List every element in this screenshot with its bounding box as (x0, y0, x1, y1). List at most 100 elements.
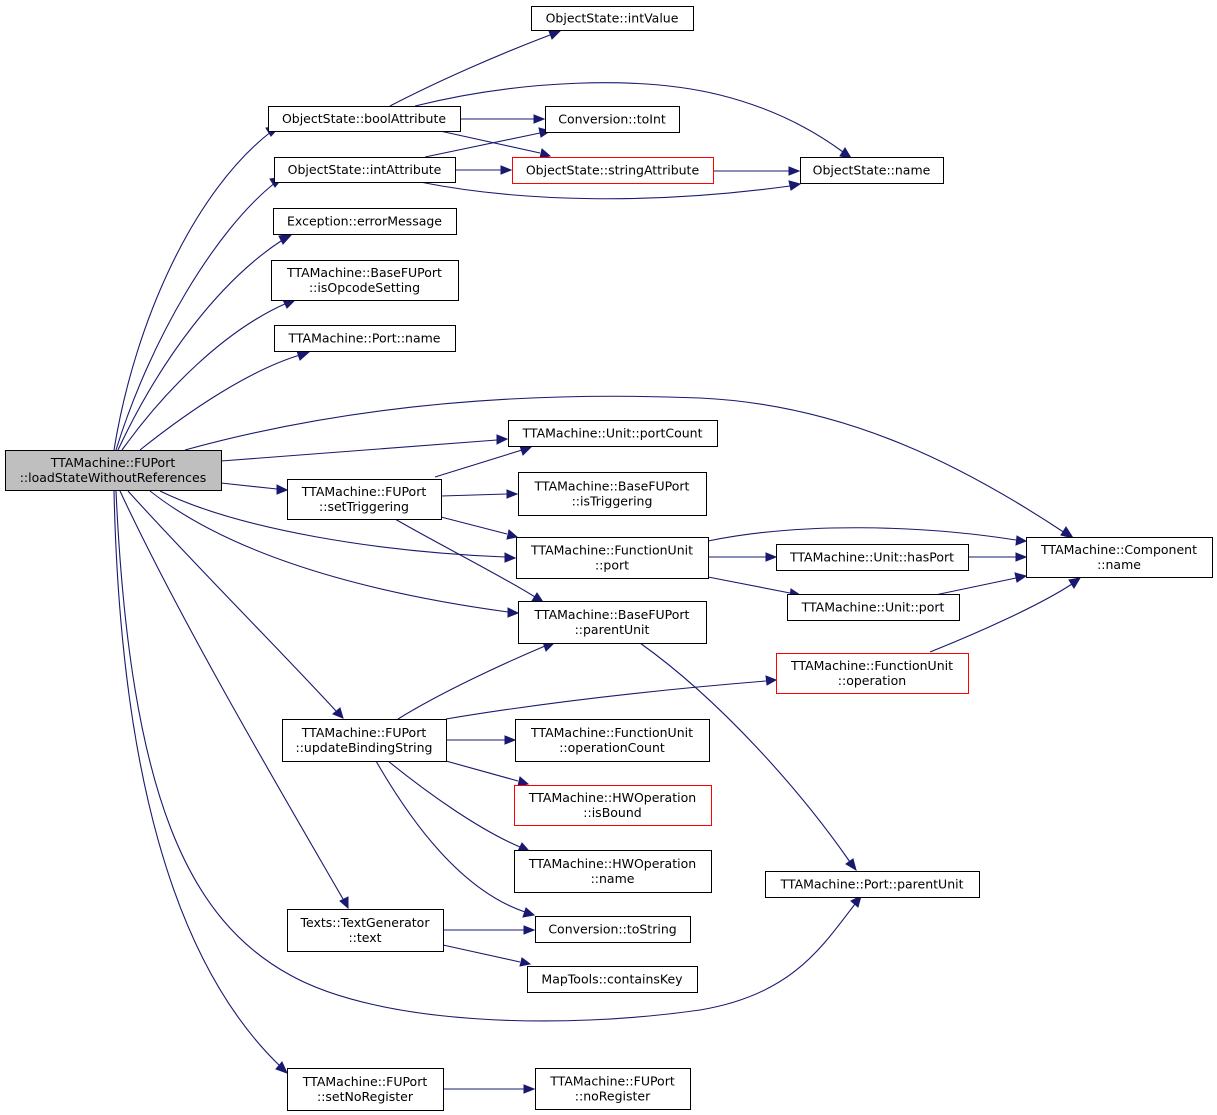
node-has-port[interactable]: TTAMachine::Unit::hasPort (776, 544, 969, 571)
node-update-binding-string[interactable]: TTAMachine::FUPort::updateBindingString (282, 719, 447, 762)
edge-boolattribute-intvalue (389, 34, 551, 107)
edge-arrow (504, 552, 517, 563)
node-hw-name[interactable]: TTAMachine::HWOperation::name (514, 850, 712, 893)
node-operation-count[interactable]: TTAMachine::FunctionUnit::operationCount (515, 719, 710, 762)
node-box (516, 537, 709, 579)
node-label: TTAMachine::FUPort (302, 1074, 428, 1089)
node-label: ::setTriggering (319, 499, 409, 514)
edge-arrow (539, 148, 552, 159)
node-box (512, 157, 714, 184)
edge-updatebindingstring-parentunitbase (397, 645, 546, 720)
node-box (287, 479, 442, 520)
node-box (800, 157, 944, 184)
edge-unitport-componentname (934, 577, 1017, 596)
node-fu-port[interactable]: TTAMachine::FunctionUnit::port (516, 537, 709, 579)
node-os-name[interactable]: ObjectState::name (800, 157, 944, 184)
edge-fuport-componentname (707, 527, 1017, 542)
node-port-parent-unit[interactable]: TTAMachine::Port::parentUnit (765, 871, 980, 898)
node-root[interactable]: TTAMachine::FUPort::loadStateWithoutRefe… (5, 450, 222, 491)
node-box (268, 106, 461, 132)
node-label: MapTools::containsKey (541, 972, 683, 987)
edge-arrow (850, 895, 862, 908)
node-label: TTAMachine::FunctionUnit (530, 725, 693, 740)
node-is-triggering[interactable]: TTAMachine::BaseFUPort::isTriggering (518, 472, 707, 516)
node-label: TTAMachine::FUPort (301, 725, 427, 740)
edge-root-updatebindingstring (127, 490, 337, 712)
node-label: ::name (1097, 557, 1141, 572)
edge-settriggering-istriggering (440, 493, 508, 497)
node-error-message[interactable]: Exception::errorMessage (273, 208, 457, 235)
node-component-name[interactable]: TTAMachine::Component::name (1026, 537, 1213, 578)
edge-arrow (506, 529, 519, 540)
edge-arrow (517, 776, 530, 787)
node-box (282, 719, 447, 762)
edge-arrow (496, 434, 509, 445)
edge-arrow (1014, 572, 1028, 583)
edge-arrow (788, 166, 801, 176)
node-port-count[interactable]: TTAMachine::Unit::portCount (508, 420, 718, 447)
node-label: ::operation (838, 673, 906, 688)
node-label: TTAMachine::Port::name (287, 331, 440, 346)
node-set-no-register[interactable]: TTAMachine::FUPort::setNoRegister (287, 1068, 444, 1111)
node-label: ::isTriggering (572, 494, 653, 509)
node-box (765, 871, 980, 898)
node-text-gen[interactable]: Texts::TextGenerator::text (287, 909, 444, 952)
edge-arrow (339, 896, 349, 910)
node-contains-key[interactable]: MapTools::containsKey (527, 966, 698, 993)
node-to-int[interactable]: Conversion::toInt (545, 106, 680, 133)
node-box (515, 719, 710, 762)
node-bool-attribute[interactable]: ObjectState::boolAttribute (268, 106, 461, 132)
node-box (287, 1068, 444, 1111)
node-parent-unit-base[interactable]: TTAMachine::BaseFUPort::parentUnit (518, 601, 707, 644)
edge-updatebindingstring-tostring (375, 760, 526, 913)
node-to-string[interactable]: Conversion::toString (535, 916, 691, 943)
edge-root-portparentunit (115, 490, 856, 1022)
node-int-value[interactable]: ObjectState::intValue (531, 6, 694, 31)
edge-arrow (523, 1084, 536, 1094)
node-label: ::setNoRegister (317, 1089, 414, 1104)
node-box (1026, 537, 1213, 578)
edge-arrow (765, 675, 778, 686)
node-set-triggering[interactable]: TTAMachine::FUPort::setTriggering (287, 479, 442, 520)
node-label: ::loadStateWithoutReferences (20, 470, 207, 485)
function-nodes: TTAMachine::FUPort::loadStateWithoutRefe… (5, 6, 1213, 1111)
node-label: TTAMachine::FunctionUnit (530, 543, 693, 558)
edge-arrow (1060, 526, 1075, 539)
node-fu-operation[interactable]: TTAMachine::FunctionUnit::operation (776, 653, 969, 694)
node-box (5, 450, 222, 491)
edge-arrow (548, 30, 562, 40)
edge-settriggering-portcount (434, 449, 523, 478)
edge-fuoperation-componentname (929, 583, 1073, 653)
node-is-opcode-setting[interactable]: TTAMachine::BaseFUPort::isOpcodeSetting (271, 260, 459, 301)
node-no-register[interactable]: TTAMachine::FUPort::noRegister (535, 1068, 691, 1110)
edge-settriggering-fuport (440, 516, 508, 535)
edge-arrow (788, 180, 802, 191)
edge-root-portcount (220, 439, 498, 462)
edge-boolattribute-stringattribute (439, 130, 541, 154)
node-box (787, 594, 960, 621)
node-box (271, 260, 459, 301)
node-unit-port[interactable]: TTAMachine::Unit::port (787, 594, 960, 621)
node-label: ObjectState::stringAttribute (526, 163, 700, 178)
edge-arrow (500, 165, 513, 175)
edge-arrow (523, 925, 536, 935)
node-label: Texts::TextGenerator (300, 915, 431, 930)
edge-root-componentname (184, 395, 1066, 534)
edge-arrow (519, 445, 533, 456)
node-string-attribute[interactable]: ObjectState::stringAttribute (512, 157, 714, 184)
edge-root-boolattribute (113, 130, 273, 451)
node-int-attribute[interactable]: ObjectState::intAttribute (274, 157, 456, 183)
node-port-name[interactable]: TTAMachine::Port::name (274, 325, 456, 352)
node-label: TTAMachine::Unit::hasPort (789, 550, 954, 565)
node-label: ObjectState::name (813, 163, 931, 178)
edge-updatebindingstring-isbound (445, 760, 519, 782)
edge-arrow (845, 858, 857, 872)
node-is-bound[interactable]: TTAMachine::HWOperation::isBound (514, 785, 712, 826)
edge-arrow (839, 147, 852, 159)
edge-arrow (517, 842, 531, 852)
node-label: Conversion::toString (548, 922, 676, 937)
node-box (531, 6, 694, 31)
node-label: ::parentUnit (575, 622, 650, 637)
node-label: ::operationCount (559, 740, 665, 755)
edge-arrow (1068, 577, 1081, 589)
